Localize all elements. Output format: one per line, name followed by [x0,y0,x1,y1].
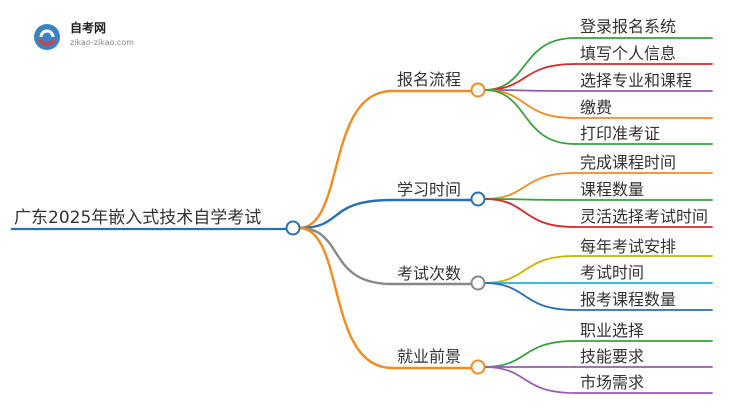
leaf-flexible-exam: 灵活选择考试时间 [580,207,709,226]
leaf-print-ticket: 打印准考证 [580,124,661,143]
branch-label-exam-count: 考试次数 [397,264,462,283]
leaf-yearly-schedule: 每年考试安排 [580,237,677,256]
root-node[interactable] [285,220,301,236]
leaf-exam-time: 考试时间 [580,263,645,282]
leaf-connector [483,89,576,145]
leaf-login-system: 登录报名系统 [580,17,677,36]
branch-label-study-time: 学习时间 [397,180,462,199]
leaf-connector [483,172,576,200]
leaf-career-choice: 职业选择 [580,321,645,340]
leaf-fill-info: 填写个人信息 [580,44,677,63]
leaf-skill-req: 技能要求 [580,347,645,366]
leaf-connector [483,37,576,91]
branch-connector [297,89,394,230]
branch-connector [297,198,394,230]
leaf-course-time: 完成课程时间 [580,153,677,172]
leaf-connector [483,63,576,91]
leaf-connector [483,255,576,284]
leaf-connector [483,89,576,119]
logo-title: 自考网 [70,21,107,35]
leaf-connector [483,198,576,228]
branch-node[interactable] [470,191,486,207]
branch-node[interactable] [470,359,486,375]
leaf-choose-major: 选择专业和课程 [580,71,693,90]
logo-badge-icon [34,24,60,50]
leaf-payment: 缴费 [580,98,613,117]
root-label: 广东2025年嵌入式技术自学考试 [14,208,262,228]
branch-label-career: 就业前景 [397,347,462,366]
logo-url: zikao-zikao.com [70,38,134,47]
branch-label-registration: 报名流程 [397,70,462,89]
leaf-course-quantity: 报考课程数量 [580,290,677,309]
branch-connector [297,226,394,370]
leaf-course-count: 课程数量 [580,180,645,199]
leaf-connector [483,366,576,394]
leaf-connector [483,340,576,368]
leaf-connector [483,282,576,311]
site-logo[interactable]: 自考网 zikao-zikao.com [32,18,172,52]
branch-node[interactable] [470,275,486,291]
leaf-market-demand: 市场需求 [580,373,645,392]
branch-node[interactable] [470,82,486,98]
branch-connector [297,226,394,286]
